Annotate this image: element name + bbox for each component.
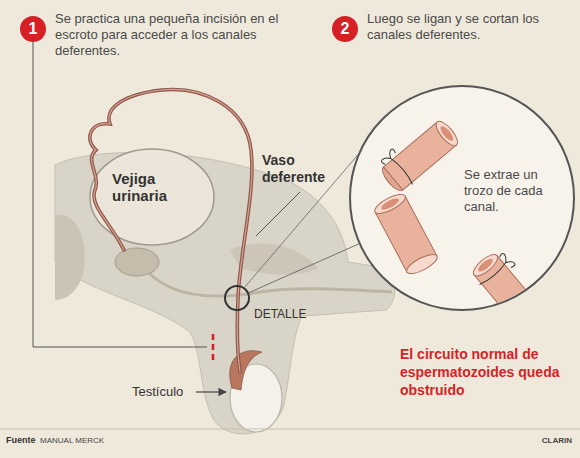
zoom-line	[249, 244, 359, 293]
pointer-arrow	[196, 391, 226, 392]
organ-label: Vejiga urinaria	[112, 170, 192, 204]
vas-piece	[373, 112, 462, 196]
vas-deferens	[90, 90, 252, 373]
vas-pieces	[372, 112, 552, 335]
bladder	[90, 149, 214, 245]
leader-line	[256, 192, 300, 236]
source-name: MANUAL MERCK	[40, 436, 104, 445]
organ-label: Testículo	[132, 384, 183, 399]
callout-number: 2	[332, 16, 358, 42]
step-text: Luego se ligan y se cortan los canales d…	[367, 11, 547, 43]
detail-marker: DETALLE	[224, 285, 250, 311]
epididymis	[230, 351, 262, 390]
source-label: Fuente	[6, 435, 36, 445]
vas-piece	[372, 191, 440, 278]
detail-note: Se extrae un trozo de cada canal.	[464, 167, 556, 215]
publisher-label: CLARIN	[542, 436, 572, 445]
callout: 1 Se practica una pequeña incisión en el …	[20, 10, 295, 70]
rectum	[55, 215, 85, 300]
conclusion-note: El circuito normal de espermatozoides qu…	[400, 345, 570, 399]
incision-mark	[212, 334, 215, 360]
vas-piece	[469, 245, 553, 334]
vas-deferens-inner	[90, 90, 252, 373]
detail-label: DETALLE	[254, 307, 306, 321]
detail-circle: Se extrae un trozo de cada canal.	[349, 85, 575, 311]
prostate	[115, 248, 159, 276]
edge-layer	[249, 244, 359, 293]
urethra	[140, 262, 392, 296]
leader-line	[33, 42, 207, 347]
callout-number: 1	[20, 16, 46, 42]
callout: 2 Luego se ligan y se cortan los canales …	[332, 10, 572, 60]
organ-label: Vaso deferente	[262, 152, 342, 186]
step-text: Se practica una pequeña incisión en el e…	[55, 11, 293, 59]
zoom-line	[244, 150, 362, 288]
footer-rule	[0, 429, 580, 430]
